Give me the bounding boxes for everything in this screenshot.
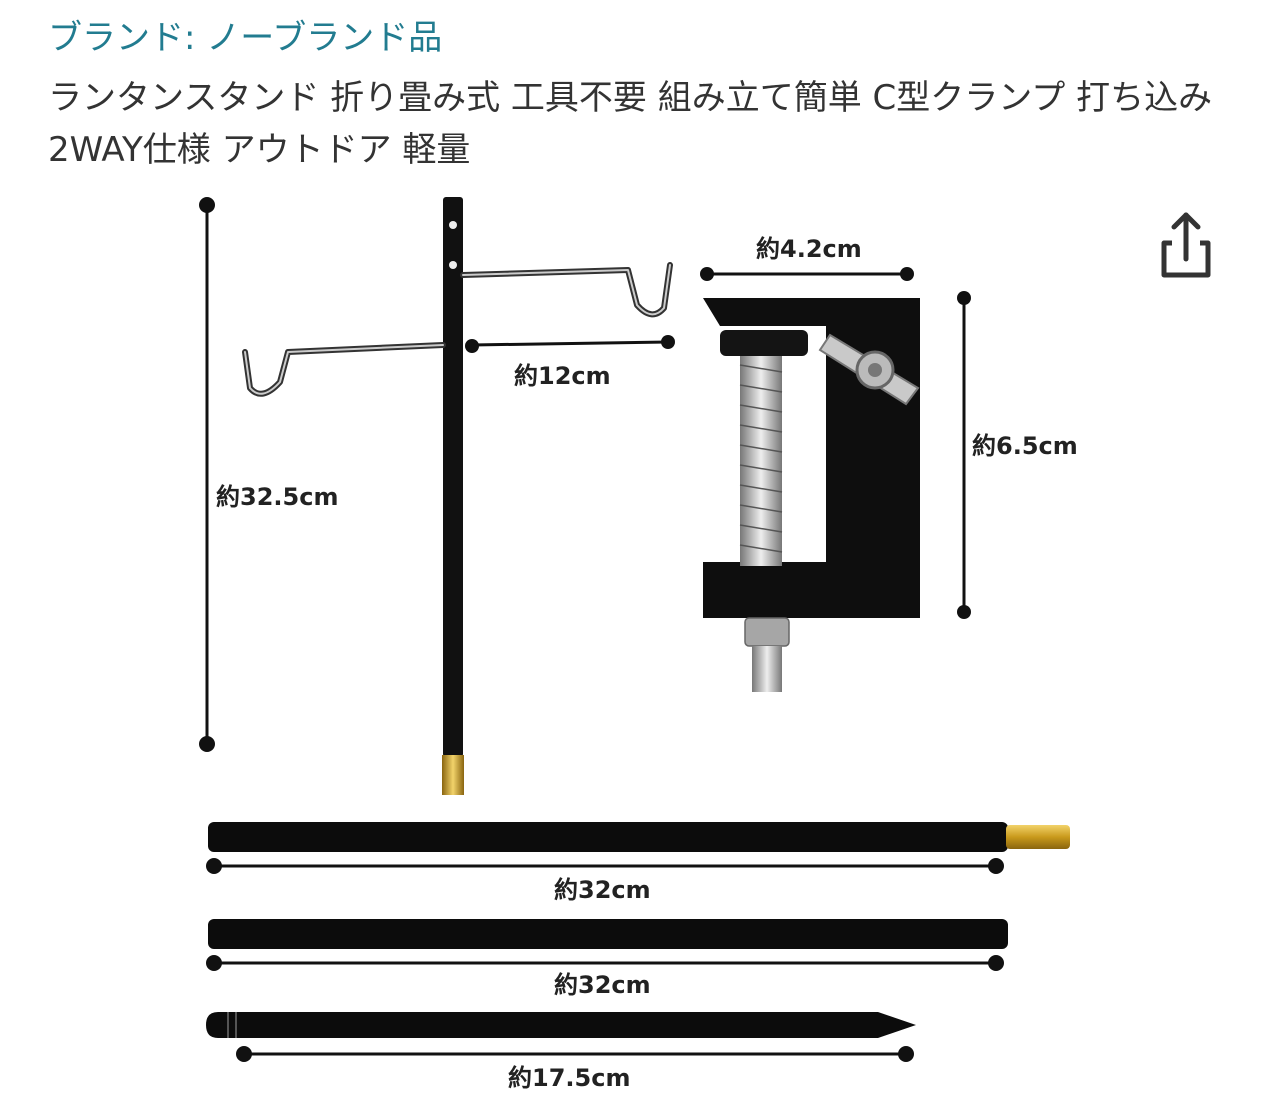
c-clamp: [703, 298, 920, 692]
clamp-height-label: 約6.5cm: [972, 432, 1078, 460]
extension-pole-2-label: 約32cm: [554, 971, 651, 999]
main-pole: [442, 197, 464, 795]
share-button[interactable]: [1150, 205, 1222, 285]
stake-length-label: 約17.5cm: [508, 1064, 630, 1092]
left-hook: [242, 342, 446, 397]
extension-pole-1: 約32cm: [206, 822, 1070, 904]
brand-link[interactable]: ブランド: ノーブランド品: [48, 18, 443, 58]
extension-pole-1-label: 約32cm: [554, 876, 651, 904]
share-icon: [1161, 212, 1211, 278]
right-hook: [460, 262, 673, 318]
extension-pole-2: 約32cm: [206, 919, 1008, 999]
hook-width-label: 約12cm: [514, 362, 611, 390]
product-image[interactable]: 約32.5cm 約12cm 約4.2cm: [0, 180, 1280, 1120]
pole-height-label: 約32.5cm: [216, 483, 338, 511]
hook-width-dimension: 約12cm: [465, 335, 675, 390]
clamp-height-dimension: 約6.5cm: [957, 291, 1078, 619]
stake: 約17.5cm: [206, 1012, 916, 1092]
clamp-width-dimension: 約4.2cm: [700, 235, 914, 281]
pole-height-dimension: 約32.5cm: [199, 197, 338, 752]
product-title: ランタンスタンド 折り畳み式 工具不要 組み立て簡単 C型クランプ 打ち込み 2…: [48, 78, 1213, 170]
clamp-width-label: 約4.2cm: [756, 235, 862, 263]
